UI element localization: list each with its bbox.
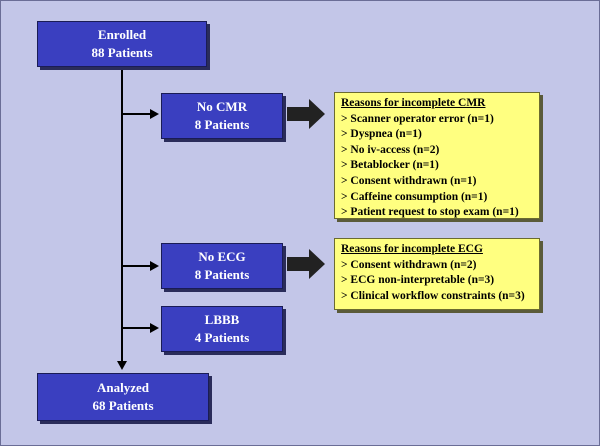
branch-line-lbbb [122, 327, 150, 329]
cmr-reasons-item: > Caffeine consumption (n=1) [341, 190, 488, 203]
ecg-reasons-item: > Consent withdrawn (n=2) [341, 258, 477, 271]
trunk-arrowhead [117, 361, 127, 370]
branch-arrowhead-no-ecg [150, 261, 159, 271]
analyzed-count: 68 Patients [92, 398, 154, 413]
enrolled-count: 88 Patients [91, 45, 153, 60]
ecg-reasons-heading: Reasons for incomplete ECG [341, 243, 483, 255]
lbbb-title: LBBB [204, 312, 240, 327]
enrolled-title: Enrolled [97, 27, 147, 42]
cmr-reasons-item: > Patient request to stop exam (n=1) [341, 206, 519, 219]
analyzed-box: Analyzed 68 Patients [37, 373, 209, 421]
cmr-reasons-item: > Betablocker (n=1) [341, 159, 439, 172]
ecg-reasons-item: > ECG non-interpretable (n=3) [341, 274, 495, 287]
ecg-reasons-item: > Clinical workflow constraints (n=3) [341, 289, 525, 302]
analyzed-title: Analyzed [97, 380, 149, 395]
cmr-reasons-item: > Consent withdrawn (n=1) [341, 174, 477, 187]
cmr-reasons-note: Reasons for incomplete CMR > Scanner ope… [334, 92, 540, 219]
branch-arrowhead-no-cmr [150, 109, 159, 119]
no-cmr-title: No CMR [196, 99, 248, 114]
cmr-reasons-item: > Dyspnea (n=1) [341, 128, 422, 141]
main-trunk-line [121, 65, 123, 361]
block-arrow-ecg [287, 249, 325, 279]
lbbb-count: 4 Patients [194, 330, 250, 345]
enrolled-box: Enrolled 88 Patients [37, 21, 207, 67]
cmr-reasons-item: > Scanner operator error (n=1) [341, 112, 494, 125]
block-arrow-cmr [287, 99, 325, 129]
no-cmr-count: 8 Patients [194, 117, 250, 132]
branch-arrowhead-lbbb [150, 323, 159, 333]
cmr-reasons-item: > No iv-access (n=2) [341, 143, 440, 156]
no-ecg-count: 8 Patients [194, 267, 250, 282]
lbbb-box: LBBB 4 Patients [161, 306, 283, 352]
branch-line-no-ecg [122, 265, 150, 267]
no-ecg-box: No ECG 8 Patients [161, 243, 283, 289]
branch-line-no-cmr [122, 113, 150, 115]
no-ecg-title: No ECG [198, 249, 246, 264]
ecg-reasons-note: Reasons for incomplete ECG > Consent wit… [334, 238, 540, 310]
no-cmr-box: No CMR 8 Patients [161, 93, 283, 139]
cmr-reasons-heading: Reasons for incomplete CMR [341, 97, 486, 109]
